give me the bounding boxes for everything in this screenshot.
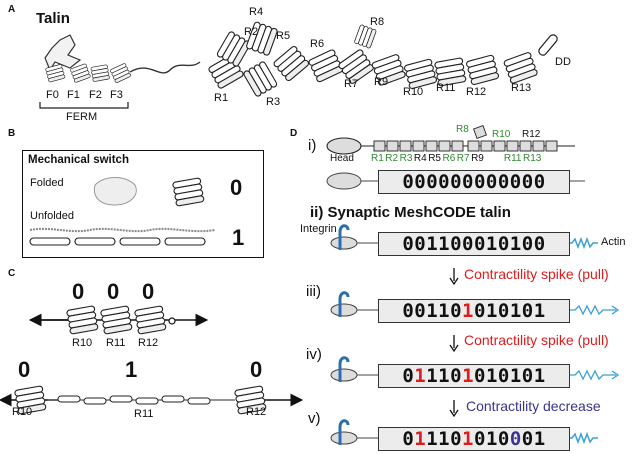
actin-label: Actin bbox=[601, 236, 626, 248]
step-ii-title: ii) Synaptic MeshCODE talin bbox=[310, 204, 511, 221]
folded-rod-segment bbox=[28, 305, 209, 335]
domain-label-r1: R1 bbox=[371, 153, 384, 164]
event-v: Contractility decrease bbox=[466, 398, 601, 414]
code-iii-part-1: 00110 bbox=[402, 300, 463, 322]
r10-label: R10 bbox=[492, 129, 511, 140]
label-r1: R1 bbox=[214, 92, 229, 104]
panel-letter-b: B bbox=[8, 128, 16, 139]
code-iv-part-3: 110 bbox=[426, 365, 463, 387]
top-label-r12: R12 bbox=[138, 337, 159, 349]
meshcode-box-iii: 001101010101 bbox=[378, 299, 570, 323]
bottom-bit-3: 0 bbox=[250, 357, 263, 382]
top-label-r11: R11 bbox=[106, 337, 126, 349]
meshcode-box-ii: 001100010100 bbox=[378, 232, 570, 256]
label-r5: R5 bbox=[276, 30, 291, 42]
top-bit-2: 0 bbox=[107, 279, 120, 304]
bottom-bit-1: 0 bbox=[18, 357, 31, 382]
r12-label: R12 bbox=[522, 129, 541, 140]
label-r7: R7 bbox=[344, 78, 359, 90]
label-dd: DD bbox=[555, 56, 571, 68]
label-r3: R3 bbox=[266, 96, 281, 108]
code-v-part-7: 01 bbox=[521, 428, 546, 450]
label-r8: R8 bbox=[370, 16, 385, 28]
value-zero: 0 bbox=[230, 175, 243, 200]
folded-bundle-icons bbox=[93, 177, 205, 207]
mechanical-switch-box bbox=[22, 150, 264, 258]
code-iii-part-3: 010101 bbox=[474, 300, 546, 322]
bottom-label-r12: R12 bbox=[246, 406, 267, 418]
step-v: v) bbox=[308, 410, 321, 427]
unfolded-label: Unfolded bbox=[30, 210, 75, 222]
event-iii: Contractility spike (pull) bbox=[464, 266, 609, 282]
label-ferm: FERM bbox=[66, 111, 98, 123]
code-v-reset-bit: 0 bbox=[509, 428, 522, 450]
code-iv-part-1: 0 bbox=[402, 365, 415, 387]
integrin-actin-connectors bbox=[330, 224, 620, 445]
code-iv-changed-bit-2: 1 bbox=[462, 365, 475, 387]
ferm-head bbox=[44, 34, 132, 84]
label-f1: F1 bbox=[67, 89, 80, 101]
code-iv-part-5: 010101 bbox=[474, 365, 546, 387]
code-v-part-5: 010 bbox=[474, 428, 510, 450]
step-iii: iii) bbox=[306, 283, 321, 300]
code-v-part-1: 0 bbox=[402, 428, 415, 450]
integrin-label: Integrin bbox=[300, 223, 337, 235]
label-r13: R13 bbox=[511, 82, 532, 94]
unfolded-chain bbox=[29, 227, 216, 246]
label-r4: R4 bbox=[249, 6, 264, 18]
domain-label-r9: R9 bbox=[471, 153, 484, 164]
step-i: i) bbox=[308, 137, 317, 154]
bottom-label-r10: R10 bbox=[12, 406, 33, 418]
panel-letter-a: A bbox=[8, 4, 16, 15]
top-label-r10: R10 bbox=[72, 337, 93, 349]
label-f2: F2 bbox=[89, 89, 102, 101]
r8-label: R8 bbox=[456, 124, 469, 135]
label-r11: R11 bbox=[436, 82, 456, 94]
meshcode-box-i: 000000000000 bbox=[378, 170, 570, 194]
head-label: Head bbox=[330, 153, 354, 164]
domain-label-r11: R11 bbox=[503, 153, 522, 164]
code-iv-changed-bit-1: 1 bbox=[414, 365, 427, 387]
step-iv: iv) bbox=[306, 346, 322, 363]
domain-label-r2: R2 bbox=[385, 153, 399, 164]
domain-label-r4: R4 bbox=[413, 153, 427, 164]
talin-title: Talin bbox=[36, 10, 70, 27]
meshcode-box-v: 011101010001 bbox=[378, 427, 570, 451]
label-f0: F0 bbox=[46, 89, 59, 101]
meshcode-box-iv: 011101010101 bbox=[378, 364, 570, 388]
top-bit-1: 0 bbox=[72, 279, 85, 304]
label-r6: R6 bbox=[310, 38, 325, 50]
talin-schematic bbox=[326, 125, 575, 155]
domain-label-r7: R7 bbox=[456, 153, 470, 164]
domain-label-r5: R5 bbox=[428, 153, 441, 164]
label-r10: R10 bbox=[403, 86, 424, 98]
code-v-changed-bit-1: 1 bbox=[414, 428, 427, 450]
value-one: 1 bbox=[232, 225, 245, 250]
switch-title: Mechanical switch bbox=[28, 154, 129, 166]
event-iv: Contractility spike (pull) bbox=[464, 332, 609, 348]
label-f3: F3 bbox=[110, 89, 123, 101]
label-r12: R12 bbox=[466, 86, 487, 98]
unfolded-rod-segment bbox=[0, 385, 304, 415]
bottom-label-r11: R11 bbox=[134, 408, 154, 420]
transition-arrows bbox=[449, 268, 459, 418]
domain-label-r6: R6 bbox=[442, 153, 456, 164]
label-r9: R9 bbox=[374, 76, 389, 88]
domain-label-r3: R3 bbox=[399, 153, 413, 164]
code-v-changed-bit-2: 1 bbox=[462, 428, 474, 450]
top-bit-3: 0 bbox=[142, 279, 155, 304]
panel-letter-c: C bbox=[8, 268, 16, 279]
label-r2: R2 bbox=[244, 26, 259, 38]
domain-label-r13: R13 bbox=[522, 153, 542, 164]
code-iii-changed-bit: 1 bbox=[462, 300, 474, 322]
code-v-part-3: 110 bbox=[426, 428, 463, 450]
panel-letter-d: D bbox=[290, 128, 298, 139]
bottom-bit-2: 1 bbox=[125, 357, 138, 382]
folded-label: Folded bbox=[30, 177, 64, 189]
